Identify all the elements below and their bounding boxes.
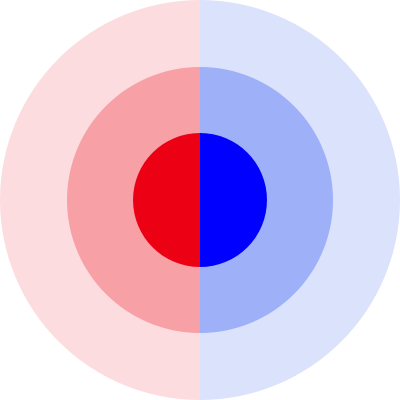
inner-circle-right-half <box>200 133 267 267</box>
inner-circle-left-half <box>133 133 200 267</box>
